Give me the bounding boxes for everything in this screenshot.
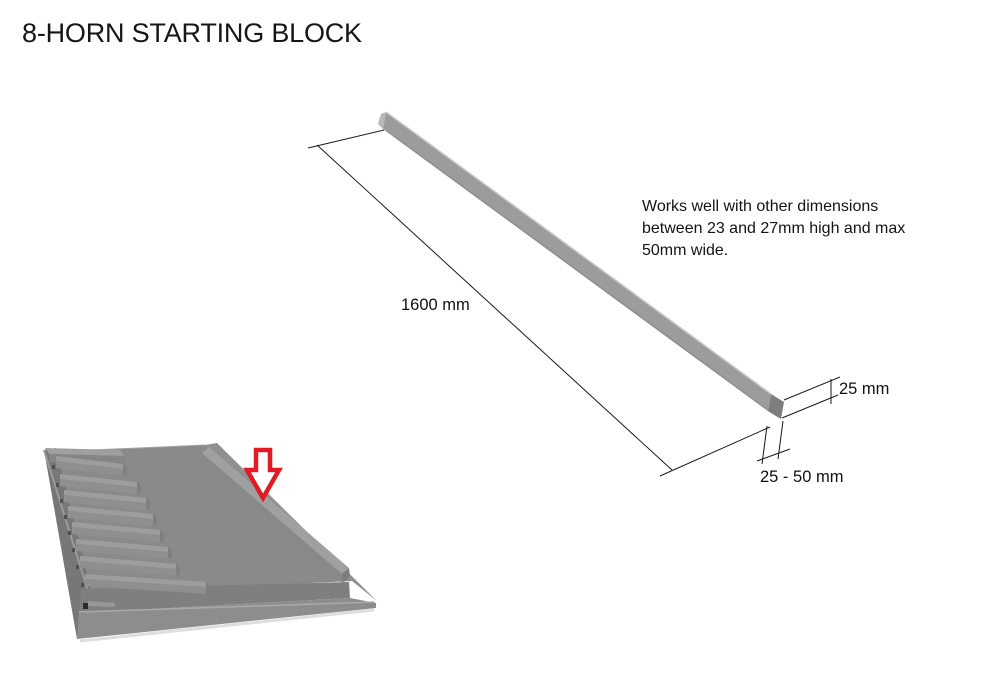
beam-side-face [383, 129, 781, 419]
rail-top-face [202, 447, 349, 574]
horn-bar [64, 506, 157, 526]
dimension-line [756, 448, 791, 462]
dimension-height-25 [781, 376, 841, 419]
deck-rail [202, 447, 350, 583]
horn-bar [72, 539, 172, 559]
beam-top-edge-highlight [385, 111, 772, 395]
extension-line [781, 394, 839, 419]
ground-shadow [79, 608, 375, 643]
extension-line [307, 129, 385, 149]
rail-front-face [202, 453, 342, 583]
beam-top-face [383, 112, 771, 411]
starting-block-model [43, 443, 377, 643]
horn-bar [68, 522, 164, 542]
annotation-note: Works well with other dimensions between… [642, 198, 906, 259]
rail-end-face [342, 568, 350, 583]
dimension-width-25-50 [756, 420, 791, 465]
beam-3d [378, 111, 784, 419]
horn-bar [81, 574, 210, 594]
page-title: 8-HORN STARTING BLOCK [22, 18, 362, 48]
base-lath-detail [88, 601, 115, 607]
extension-line [659, 426, 771, 477]
beam-left-bevel [378, 112, 386, 129]
dimension-label-length: 1600 mm [401, 296, 470, 314]
horn-bar [56, 474, 141, 494]
dimension-label-width: 25 - 50 mm [760, 468, 844, 486]
base-top-edge-highlight [78, 601, 375, 613]
dimension-length-1600 [307, 129, 771, 477]
horn-bars [52, 456, 210, 594]
rail-top-face [45, 448, 124, 456]
extension-line [783, 376, 841, 401]
fastener-detail [83, 603, 88, 609]
base-front-face [77, 598, 376, 639]
extension-line [761, 425, 768, 465]
horn-bar [52, 456, 127, 476]
horn-bar [76, 556, 180, 576]
dimension-label-height: 25 mm [839, 380, 890, 398]
horn-bar [60, 490, 150, 510]
red-down-arrow-icon [243, 447, 283, 503]
dimension-line [316, 144, 673, 471]
beam-end-face [768, 394, 784, 419]
